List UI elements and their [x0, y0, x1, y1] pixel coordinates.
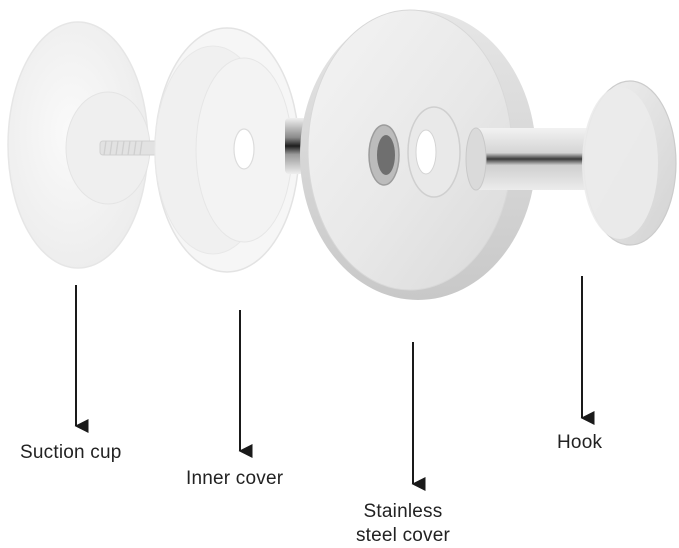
hook — [465, 80, 677, 246]
washer — [407, 106, 461, 198]
label-stainless-steel-cover: Stainless steel cover — [343, 500, 463, 548]
suction-cup — [7, 21, 163, 269]
label-steel-line-1: Stainless — [363, 501, 443, 522]
label-inner-cover: Inner cover — [186, 468, 284, 489]
inner-cover — [154, 27, 300, 273]
label-steel-line-2: steel cover — [355, 525, 451, 546]
screw — [99, 140, 163, 156]
label-hook: Hook — [557, 432, 603, 453]
label-suction-cup: Suction cup — [20, 442, 122, 463]
